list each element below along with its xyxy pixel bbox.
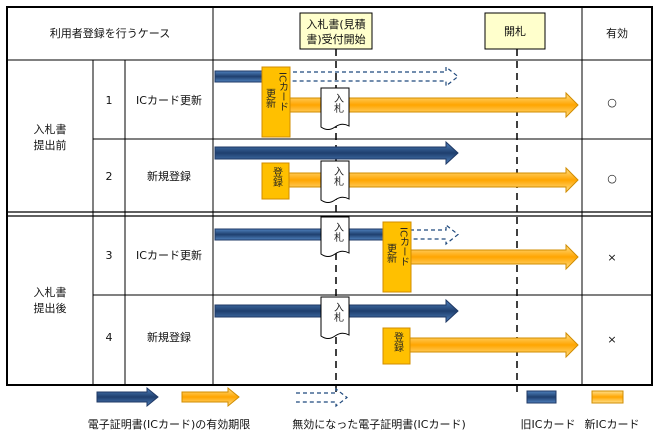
legend-new-card-label: 新ICカード [585,417,640,431]
legend-invalid-arrow [296,387,348,408]
row-4-valid: × [607,333,616,346]
row-4-number: 4 [106,331,113,344]
renew-marker-main: ICカード [398,227,409,267]
acceptance-start-line2: 書)受付開始 [306,32,365,46]
renew-marker [382,221,412,293]
legend-new-arrow [181,386,240,408]
renew-marker [261,66,291,138]
row-2-number: 2 [106,170,113,183]
bid-document-icon [320,296,350,339]
row-1-timeline: ICカード 更新 入札 [214,65,579,138]
bid-label: 入札 [332,302,344,323]
legend-new-card-swatch [591,390,624,404]
legend-old-card-label: 旧ICカード [521,418,576,431]
row-3-timeline: ICカード 更新 入札 [214,216,579,293]
row-4-case: 新規登録 [147,330,191,344]
row-3-number: 3 [106,249,113,262]
bid-label: 入札 [332,93,344,114]
row-2-case: 新規登録 [147,169,191,183]
register-marker [261,162,290,200]
invalid-certificate-arrow [286,65,459,88]
register-marker-label: 登録 [271,166,283,187]
old-card-validity-arrow [214,140,459,166]
opening-box [484,12,546,50]
row-2-valid: ○ [607,172,617,185]
legend-old-card-swatch [526,390,557,404]
row-1-number: 1 [106,94,113,107]
invalid-certificate-arrow [410,223,459,246]
group-before-line1: 入札書 [34,122,67,136]
row-4-timeline: 登録 入札 [214,296,579,365]
new-card-validity-arrow [409,331,579,359]
opening-label: 開札 [504,25,526,38]
valid-header: 有効 [606,26,628,40]
old-card-validity-bar [214,228,385,241]
new-card-validity-arrow [409,243,579,271]
acceptance-start-box [299,12,373,50]
case-header: 利用者登録を行うケース [50,26,170,40]
bid-label: 入札 [332,222,344,243]
renew-marker-main: ICカード [277,72,288,112]
legend-invalid-label: 無効になった電子証明書(ICカード) [292,417,466,431]
bid-document-icon [320,160,350,203]
row-1-valid: ○ [607,96,617,109]
register-marker [382,327,411,365]
acceptance-start-line1: 入札書(見積 [306,17,365,31]
row-1-case: ICカード更新 [136,93,202,107]
renew-marker-sub: 更新 [264,88,276,109]
register-marker-label: 登録 [392,331,404,352]
group-before-line2: 提出前 [34,138,67,152]
row-3-valid: × [607,251,616,264]
row-3-case: ICカード更新 [136,248,202,262]
legend-validity-label: 電子証明書(ICカード)の有効期限 [88,417,251,431]
bid-document-icon [320,87,350,130]
bid-label: 入札 [332,166,344,187]
renew-marker-sub: 更新 [385,243,397,264]
group-after-line2: 提出後 [34,301,67,315]
bid-document-icon [320,216,350,257]
old-card-validity-bar [214,70,264,83]
table-frame [6,6,653,386]
legend: 電子証明書(ICカード)の有効期限 無効になった電子証明書(ICカード) 旧IC… [88,386,640,431]
row-2-timeline: 登録 入札 [214,140,579,203]
legend-old-arrow [96,386,159,408]
group-after-line1: 入札書 [34,285,67,299]
